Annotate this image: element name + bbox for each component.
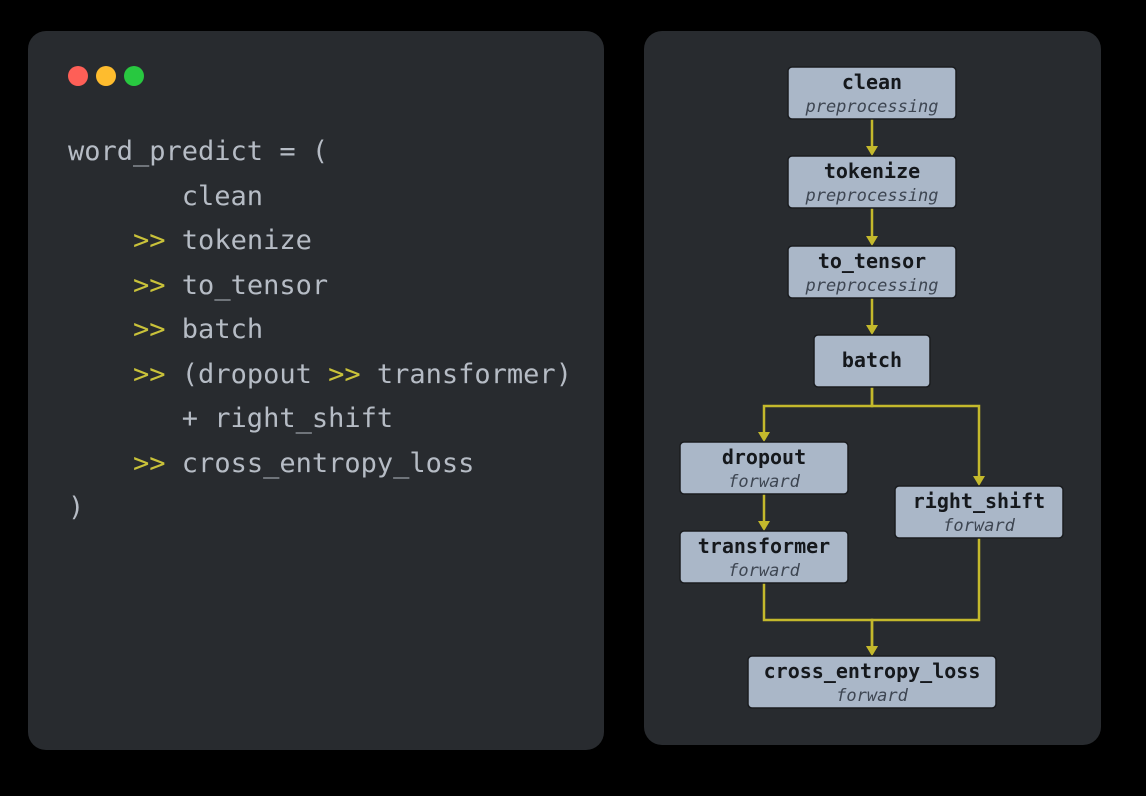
edge-dropout-to-transformer-arrowhead bbox=[758, 521, 770, 531]
code-token: (dropout bbox=[165, 358, 329, 390]
node-name: to_tensor bbox=[818, 249, 926, 273]
pipeline-graph: cleanpreprocessingtokenizepreprocessingt… bbox=[679, 66, 1064, 709]
pipe-operator: >> bbox=[68, 358, 166, 390]
edge-batch-to-right-shift bbox=[870, 387, 981, 484]
code-line: clean bbox=[68, 177, 263, 217]
node-box bbox=[787, 155, 957, 209]
node-clean[interactable]: clean preprocessing bbox=[787, 66, 957, 120]
close-window-dot[interactable] bbox=[68, 66, 88, 86]
code-token: tokenize bbox=[165, 225, 312, 256]
code-token: ) bbox=[68, 492, 85, 523]
pipe-operator: >> bbox=[68, 314, 166, 345]
node-name: batch bbox=[842, 348, 902, 372]
pipe-operator: >> bbox=[68, 447, 166, 479]
node-dropout[interactable]: dropout forward bbox=[679, 441, 849, 495]
code-line: word_predict = ( bbox=[68, 132, 328, 172]
node-transformer[interactable]: transformer forward bbox=[679, 530, 849, 584]
maximize-window-dot[interactable] bbox=[124, 66, 144, 86]
code-token: transformer) bbox=[360, 358, 572, 390]
nodes-layer: cleanpreprocessingtokenizepreprocessingt… bbox=[679, 66, 1064, 709]
node-tag: preprocessing bbox=[804, 97, 938, 117]
code-line: ) bbox=[68, 488, 84, 528]
code-token: to_tensor bbox=[165, 269, 329, 301]
edge-tokenize-to-to-tensor-arrowhead bbox=[866, 236, 878, 246]
code-token: word_predict = ( bbox=[68, 136, 329, 167]
node-name: tokenize bbox=[824, 159, 920, 183]
edge-right-shift-to-cross-entropy-loss-arrowhead bbox=[866, 646, 878, 656]
node-box bbox=[894, 485, 1064, 539]
node-name: transformer bbox=[698, 534, 830, 558]
code-token: cross_entropy_loss bbox=[165, 447, 475, 479]
code-token: batch bbox=[165, 314, 264, 345]
node-box bbox=[787, 66, 957, 120]
edge-batch-to-dropout bbox=[762, 387, 874, 440]
code-panel: word_predict = ( clean >> tokenize >> to… bbox=[28, 31, 604, 750]
node-tag: forward bbox=[836, 686, 908, 706]
node-tokenize[interactable]: tokenize preprocessing bbox=[787, 155, 957, 209]
pipe-operator: >> bbox=[328, 358, 361, 390]
minimize-window-dot[interactable] bbox=[96, 66, 116, 86]
node-batch[interactable]: batch bbox=[813, 334, 931, 388]
node-tag: preprocessing bbox=[804, 276, 938, 296]
node-tag: forward bbox=[728, 561, 800, 581]
edge-clean-to-tokenize-arrowhead bbox=[866, 146, 878, 156]
code-token: + right_shift bbox=[68, 403, 394, 434]
pipe-operator: >> bbox=[68, 225, 166, 256]
edges-layer bbox=[758, 119, 985, 656]
code-line: >> to_tensor bbox=[68, 266, 328, 306]
node-tag: forward bbox=[728, 472, 800, 492]
node-box bbox=[747, 655, 997, 709]
node-to-tensor[interactable]: to_tensor preprocessing bbox=[787, 245, 957, 299]
node-box bbox=[813, 334, 931, 388]
code-line: >> batch bbox=[68, 310, 263, 350]
edge-to-tensor-to-batch-arrowhead bbox=[866, 325, 878, 335]
node-name: cross_entropy_loss bbox=[764, 659, 981, 683]
node-box bbox=[679, 441, 849, 495]
edge-transformer-to-cross-entropy-loss bbox=[762, 583, 874, 654]
edge-batch-to-right-shift-arrowhead bbox=[973, 476, 985, 486]
code-token: clean bbox=[68, 180, 264, 212]
code-line: >> cross_entropy_loss bbox=[68, 444, 474, 484]
code-line: >> tokenize bbox=[68, 221, 312, 261]
code-line: >> (dropout >> transformer) bbox=[68, 355, 572, 395]
edge-batch-to-dropout-arrowhead bbox=[758, 432, 770, 442]
node-name: clean bbox=[842, 70, 902, 94]
node-tag: preprocessing bbox=[804, 186, 938, 206]
node-name: right_shift bbox=[913, 489, 1045, 513]
node-name: dropout bbox=[722, 445, 806, 469]
node-box bbox=[679, 530, 849, 584]
pipe-operator: >> bbox=[68, 269, 166, 301]
node-tag: forward bbox=[943, 516, 1015, 536]
edge-right-shift-to-cross-entropy-loss bbox=[870, 538, 981, 654]
node-box bbox=[787, 245, 957, 299]
code-line: + right_shift bbox=[68, 399, 393, 439]
